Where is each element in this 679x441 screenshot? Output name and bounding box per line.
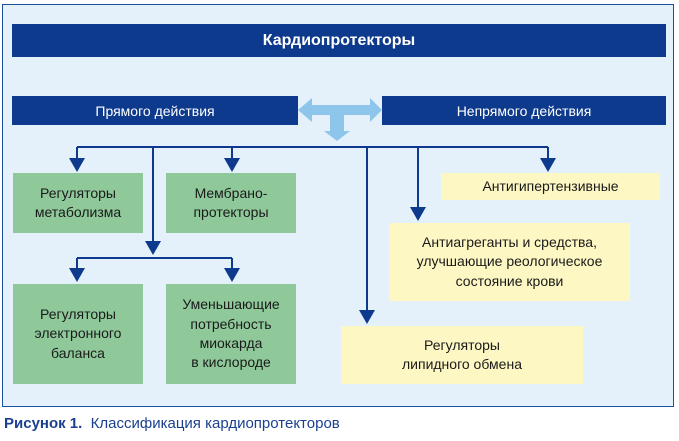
indirect-action-label: Непрямого действия — [456, 102, 592, 119]
box-electronic-balance-regulators: Регуляторы электронного баланса — [13, 284, 143, 384]
box-metabolism-regulators: Регуляторы метаболизма — [13, 173, 143, 233]
indirect-action-category: Непрямого действия — [382, 96, 666, 125]
box-antiaggregants: Антиагреганты и средства, улучшающие реол… — [389, 223, 630, 301]
arrow-to-antiaggregants — [410, 207, 426, 221]
line: Мембрано- — [194, 184, 268, 201]
arrow-to-antihypertensive — [540, 158, 556, 172]
box-oxygen-demand-reducers: Уменьшающие потребность миокарда в кислород… — [166, 284, 296, 384]
line: протекторы — [193, 204, 269, 220]
direct-action-category: Прямого действия — [12, 96, 298, 125]
line: потребность — [190, 315, 272, 332]
diagram-title: Кардиопротекторы — [12, 24, 666, 57]
arrow-to-oxygen — [224, 268, 240, 282]
caption-text: Классификация кардиопротекторов — [90, 415, 340, 432]
line: баланса — [51, 344, 105, 361]
line: метаболизма — [34, 204, 122, 220]
arrow-to-membrane — [224, 158, 240, 172]
figure-caption: Рисунок 1. Классификация кардиопротектор… — [4, 415, 340, 432]
line: Уменьшающие — [182, 296, 280, 313]
arrow-to-metabolism — [69, 158, 85, 172]
line: миокарда — [199, 335, 263, 351]
box-antihypertensive: Антигипертензивные — [441, 173, 660, 200]
line: электронного — [34, 325, 122, 342]
box-membrane-protectors: Мембрано-протекторы — [166, 173, 296, 233]
line: Регуляторы — [424, 336, 500, 353]
arrow-to-electronic — [69, 268, 85, 282]
arrow-to-second-level — [145, 241, 161, 255]
line: Регуляторы — [40, 306, 116, 323]
box-lipid-metabolism-regulators: Регуляторы липидного обмена — [341, 326, 583, 384]
line: Антигипертензивные — [482, 177, 619, 194]
line: улучшающие реологическое — [416, 253, 603, 270]
caption-label: Рисунок 1. — [4, 415, 83, 432]
double-arrow-icon — [298, 98, 382, 141]
direct-action-label: Прямого действия — [95, 102, 215, 119]
line: липидного обмена — [402, 356, 522, 372]
arrow-to-lipid — [359, 310, 375, 324]
line: в кислороде — [191, 354, 271, 371]
line: Регуляторы — [40, 184, 116, 201]
diagram-title-text: Кардиопротекторы — [262, 31, 416, 49]
line: Антиагреганты и средства, — [422, 234, 597, 251]
line: состояние крови — [455, 272, 564, 289]
